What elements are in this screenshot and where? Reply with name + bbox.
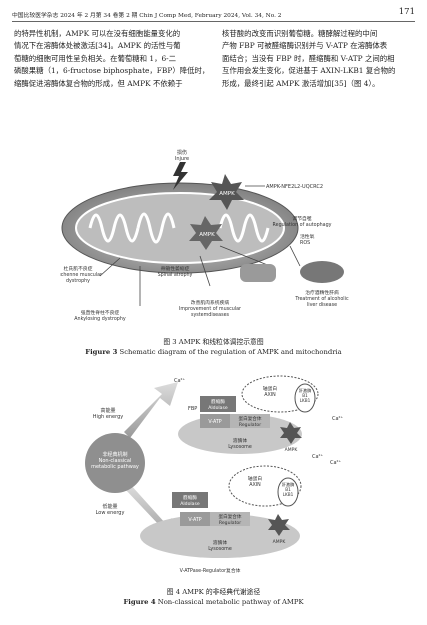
header-rule (12, 21, 415, 22)
regulator-upper (230, 414, 270, 428)
non-classical-pathway-circle (85, 433, 145, 493)
body-column-right: 核苷酸的改变而识别葡萄糖。糖酵解过程的中间 产物 FBP 可被醛缩酶识别并与 V… (222, 28, 416, 90)
svg-text:V-ATP: V-ATP (188, 517, 201, 523)
ampk-star-middle (189, 216, 223, 250)
body-line: 互作用会发生变化，促进基于 AXIN-LKB1 复合物的 (222, 66, 396, 76)
svg-text:Ca²⁺: Ca²⁺ (330, 460, 342, 466)
fbp-label: FBP (188, 406, 197, 412)
body-line: 产物 FBP 可被醛缩酶识别并与 V-ATP 在溶酶体表 (222, 41, 388, 51)
body-line: 缩酶促进溶酶体复合物的形成，但 AMPK 不依赖于 (14, 78, 183, 88)
injure-lightning-icon (173, 162, 188, 190)
body-column-left: 的特异性机制，AMPK 可以在没有细胞能量变化的 情况下在溶酶体处被激活[34]… (14, 28, 208, 90)
body-line: 形成，最终引起 AMPK 激活增加[35]（图 4）。 (222, 78, 380, 88)
figure-4-title: Non-classical metabolic pathway of AMPK (157, 598, 304, 606)
v-atp-upper (200, 414, 230, 428)
running-header: 中国比较医学杂志 2024 年 2 月第 34 卷第 2 期 Chin J Co… (12, 7, 415, 20)
ampk-star-fig4-upper (280, 422, 302, 444)
figure-4-caption-en: Figure 4 Non-classical metabolic pathway… (0, 598, 427, 606)
aldolase-lower (172, 492, 208, 508)
pathway-label: AMPK-NFE2L2-UQCRC2 (266, 184, 323, 190)
cristae (88, 212, 270, 244)
svg-text:AMPK: AMPK (273, 539, 287, 545)
figure-3-label: Figure 3 (85, 348, 118, 356)
body-line: 核苷酸的改变而识别葡萄糖。糖酵解过程的中间 (222, 29, 378, 38)
ampk-star-fig4-lower (268, 514, 290, 536)
ampk-label-middle: AMPK (199, 232, 215, 238)
body-line: 面结合；当没有 FBP 时，醛缩酶和 V-ATP 之间的相 (222, 53, 395, 63)
lkb1-lower (277, 477, 299, 507)
aldolase-upper (200, 396, 236, 412)
ampk-label-top: AMPK (219, 191, 235, 197)
regulator-lower (210, 512, 250, 526)
v-atp-lower (180, 512, 210, 526)
svg-text:AMPK: AMPK (285, 447, 299, 453)
body-line: 萄糖的细胞可用性呈负相关。在葡萄糖和 1，6-二 (14, 53, 177, 63)
body-line: 磷酸果糖（1，6-fructose biphosphate，FBP）降低时，醛 (14, 66, 208, 76)
figure-3-title: Schematic diagram of the regulation of A… (119, 348, 342, 356)
ca-label: Ca²⁺ (174, 378, 186, 384)
figure-3-caption-en: Figure 3 Schematic diagram of the regula… (0, 348, 427, 356)
body-line: 情况下在溶酶体处被激活[34]。AMPK 的活性与葡 (14, 41, 181, 51)
v-atp-label: V-ATP (208, 419, 221, 425)
v-atpase-regulator-label: V-ATPase-Regulator复合体 (180, 567, 241, 574)
journal-citation: 中国比较医学杂志 2024 年 2 月第 34 卷第 2 期 Chin J Co… (12, 13, 282, 19)
body-line: 的特异性机制，AMPK 可以在没有细胞能量变化的 (14, 29, 181, 38)
figure-3-caption-cn: 图 3 AMPK 和线粒体调控示意图 (163, 338, 264, 346)
ampk-star-top (209, 174, 244, 210)
lkb1-upper (294, 383, 316, 413)
page-number: 171 (398, 7, 415, 17)
svg-text:Ca²⁺: Ca²⁺ (312, 454, 324, 460)
svg-text:Ca²⁺: Ca²⁺ (332, 416, 344, 422)
muscle-icon (240, 264, 276, 282)
mitochondrion-inner (75, 192, 285, 264)
liver-icon (300, 261, 344, 283)
figure-4-label: Figure 4 (123, 598, 156, 606)
figure-4-caption-cn: 图 4 AMPK 的非经典代谢途径 (166, 588, 261, 596)
high-energy-arrow (124, 382, 178, 438)
